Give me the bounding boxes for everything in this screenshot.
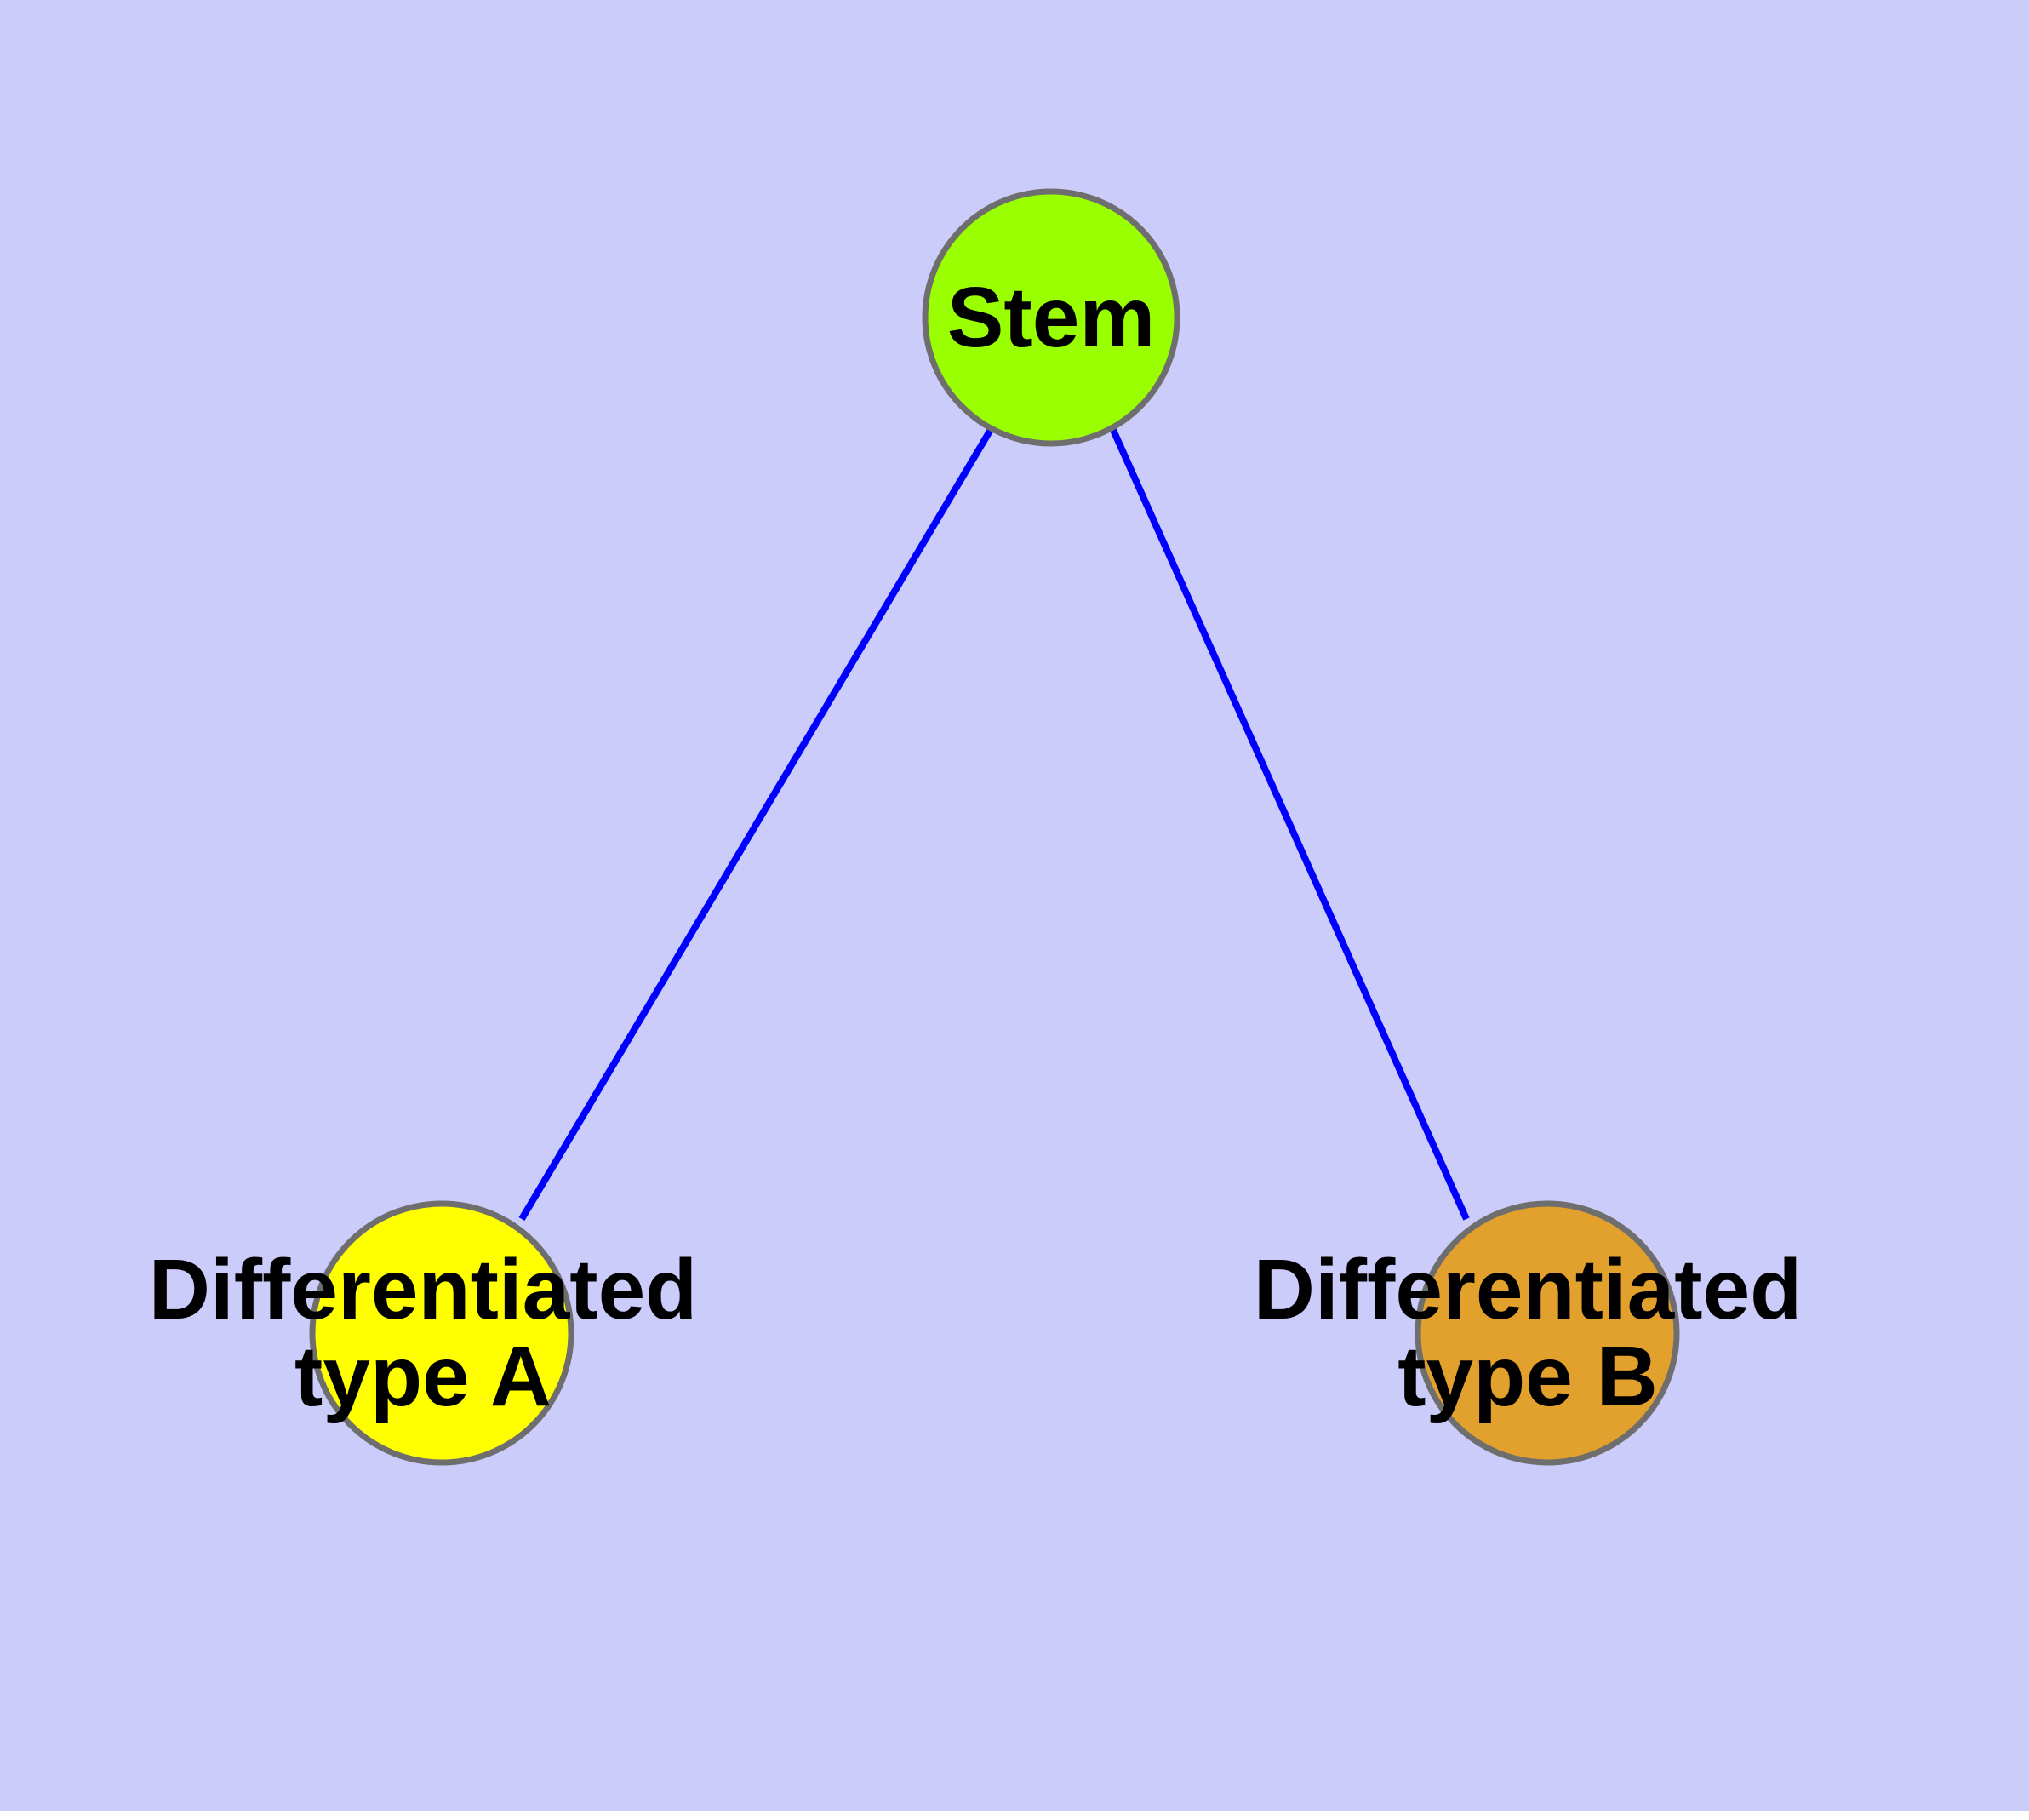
edges-layer [518, 426, 1470, 1222]
node-label-stem: Stem [947, 270, 1156, 365]
node-label-line: Differentiated [149, 1242, 698, 1337]
nodes-layer [309, 188, 1680, 1466]
node-diff-a[interactable] [309, 1200, 574, 1466]
edge-stem-to-diff-a[interactable] [518, 426, 995, 1222]
node-label-line: type A [294, 1329, 552, 1424]
node-stem[interactable] [922, 188, 1180, 447]
node-label-line: type B [1397, 1329, 1658, 1424]
node-diff-b[interactable] [1415, 1200, 1680, 1466]
node-label-line: Differentiated [1254, 1242, 1803, 1337]
node-label-line: Stem [947, 270, 1156, 365]
edge-stem-to-diff-b[interactable] [1109, 426, 1470, 1221]
